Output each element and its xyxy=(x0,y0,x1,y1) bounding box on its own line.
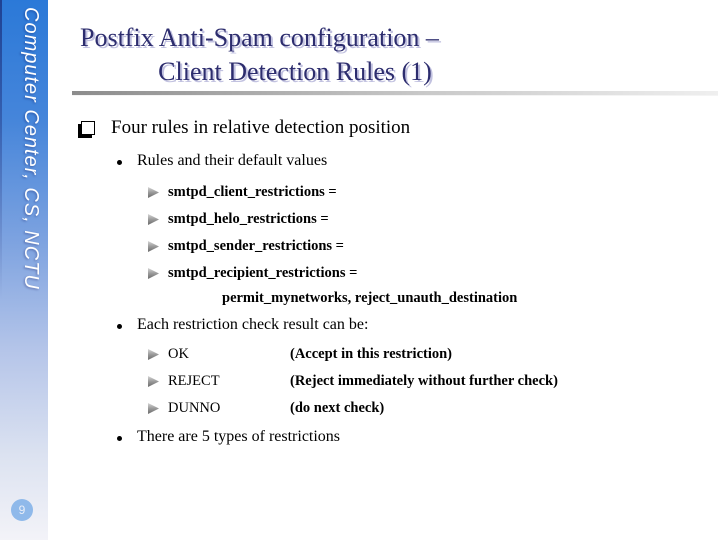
result-description: (do next check) xyxy=(290,400,385,416)
sub3-text: There are 5 types of restrictions xyxy=(137,428,341,445)
result-row: REJECT (Reject immediately without furth… xyxy=(148,373,558,390)
bullet-row-sub2: Each restriction check result can be: xyxy=(117,316,368,334)
arrowhead-bullet-icon xyxy=(148,349,159,360)
code-row: smtpd_helo_restrictions = xyxy=(148,211,329,228)
code-item: smtpd_sender_restrictions = xyxy=(168,238,344,254)
result-description: (Accept in this restriction) xyxy=(290,346,453,362)
code-row: smtpd_sender_restrictions = xyxy=(148,238,344,255)
sub2-text: Each restriction check result can be: xyxy=(137,316,369,333)
dot-bullet-icon xyxy=(117,323,122,329)
title-divider-rule xyxy=(72,91,718,96)
result-keyword: OK xyxy=(168,346,189,362)
bullet-row-heading: Four rules in relative detection positio… xyxy=(78,117,410,139)
result-row: DUNNO (do next check) xyxy=(148,400,384,417)
result-keyword: REJECT xyxy=(168,373,220,389)
sidebar-vertical-text: Computer Center, CS, NCTU xyxy=(20,7,42,290)
sidebar xyxy=(0,0,48,540)
sidebar-edge-stripe xyxy=(0,0,2,300)
arrowhead-bullet-icon xyxy=(148,403,159,414)
code-item: smtpd_helo_restrictions = xyxy=(168,211,329,227)
code-continuation: permit_mynetworks, reject_unauth_destina… xyxy=(222,290,518,306)
slide-title: Postfix Anti-Spam configuration – Client… xyxy=(80,21,510,89)
code-item: smtpd_recipient_restrictions = xyxy=(168,265,358,281)
result-keyword: DUNNO xyxy=(168,400,221,416)
sub1-text: Rules and their default values xyxy=(137,152,328,169)
result-description: (Reject immediately without further chec… xyxy=(290,373,558,389)
arrowhead-bullet-icon xyxy=(148,187,159,198)
page-number-badge: 9 xyxy=(11,499,33,521)
dot-bullet-icon xyxy=(117,435,122,441)
arrowhead-bullet-icon xyxy=(148,376,159,387)
title-line-1: Postfix Anti-Spam configuration – xyxy=(80,23,439,52)
arrowhead-bullet-icon xyxy=(148,268,159,279)
bullet-row-sub3: There are 5 types of restrictions xyxy=(117,428,340,446)
arrowhead-bullet-icon xyxy=(148,241,159,252)
code-row: smtpd_client_restrictions = xyxy=(148,184,337,201)
shadowed-square-bullet-icon xyxy=(81,121,95,135)
code-row: smtpd_recipient_restrictions = xyxy=(148,265,357,282)
arrowhead-bullet-icon xyxy=(148,214,159,225)
dot-bullet-icon xyxy=(117,159,122,165)
result-row: OK (Accept in this restriction) xyxy=(148,346,452,363)
title-line-2: Client Detection Rules (1) xyxy=(158,57,432,86)
code-item: smtpd_client_restrictions = xyxy=(168,184,337,200)
heading-text: Four rules in relative detection positio… xyxy=(111,117,411,138)
bullet-row-sub1: Rules and their default values xyxy=(117,152,327,170)
page-number: 9 xyxy=(18,503,26,517)
